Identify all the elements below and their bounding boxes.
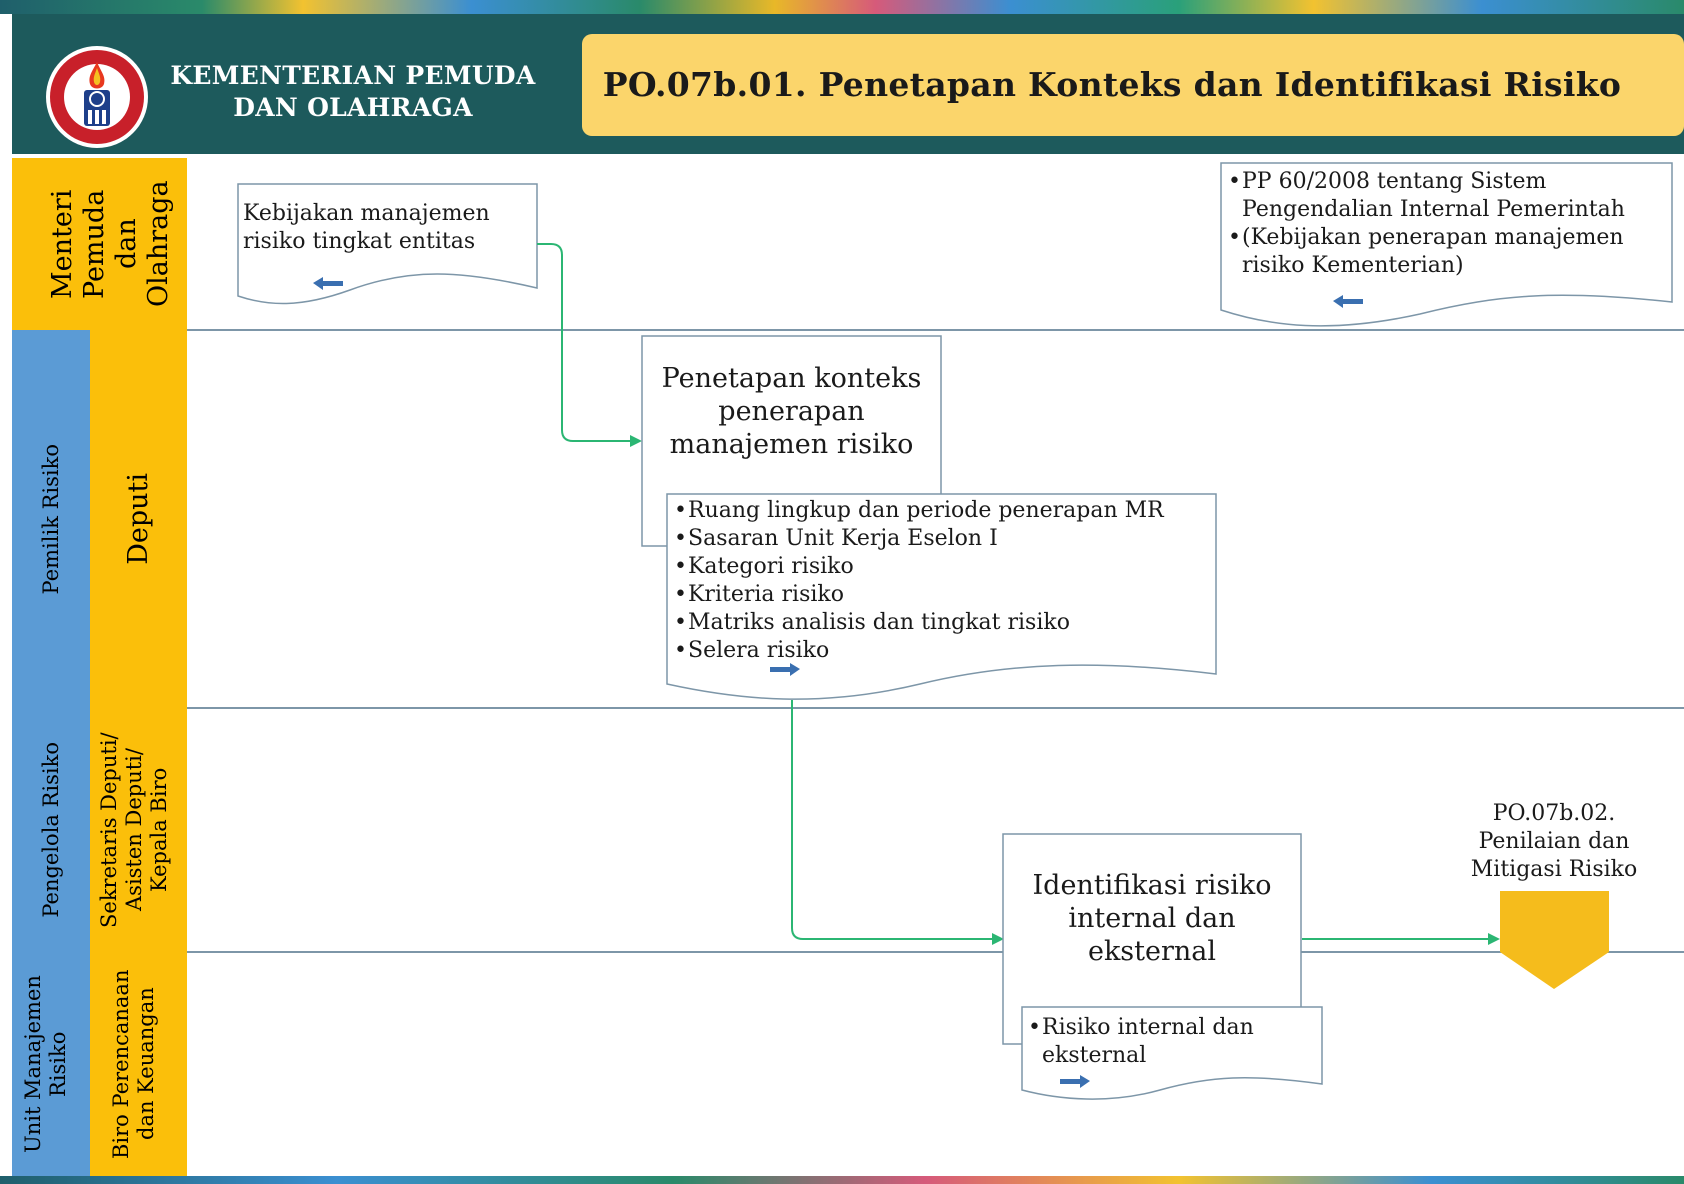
lane-divider (187, 707, 1684, 709)
left-arrow-icon (1333, 295, 1363, 308)
document-shape (237, 183, 538, 305)
next-process-label[interactable]: PO.07b.02. Penilaian dan Mitigasi Risiko (1470, 801, 1638, 882)
bottom-decorative-strip (0, 1176, 1684, 1184)
document-identification-outputs: Risiko internal dan eksternal (1026, 1014, 1318, 1070)
organization-name: KEMENTERIAN PEMUDA DAN OLAHRAGA (170, 61, 536, 122)
flow-line (537, 243, 642, 447)
process-context: Penetapan konteks penerapan manajemen ri… (642, 336, 941, 486)
right-arrow-icon (1060, 1075, 1090, 1088)
lane-label-menteri: Menteri Pemuda dan Olahraga (12, 158, 187, 330)
lane-label-deputi: Deputi (90, 330, 187, 708)
lane-label-biro: Biro Perencanaan dan Keuangan (90, 952, 187, 1176)
lane-label-sekretaris: Sekretaris Deputi/ Asisten Deputi/ Kepal… (90, 708, 187, 952)
title-panel (582, 34, 1684, 136)
page-title: PO.07b.01. Penetapan Konteks dan Identif… (602, 65, 1622, 104)
lane-divider (187, 329, 1684, 331)
list-item: PP 60/2008 tentang Sistem Pengendalian I… (1226, 168, 1672, 224)
list-item: (Kebijakan penerapan manajemen risiko Ke… (1226, 224, 1672, 280)
list-item: Sasaran Unit Kerja Eselon I (672, 525, 1216, 553)
list-item: Kriteria risiko (672, 581, 1216, 609)
document-regulations: PP 60/2008 tentang Sistem Pengendalian I… (1226, 168, 1672, 280)
top-decorative-strip (0, 0, 1684, 14)
process-label: Identifikasi risiko internal dan ekstern… (1032, 869, 1272, 967)
list-item: Kategori risiko (672, 553, 1216, 581)
list-item: Ruang lingkup dan periode penerapan MR (672, 497, 1216, 525)
process-label: Penetapan konteks penerapan manajemen ri… (661, 362, 922, 460)
process-identification: Identifikasi risiko internal dan ekstern… (1003, 834, 1301, 1002)
document-policy-entity: Kebijakan manajemen risiko tingkat entit… (243, 201, 490, 254)
list-item: Selera risiko (672, 637, 1216, 665)
flow-line (791, 700, 1004, 945)
right-arrow-icon (770, 663, 800, 676)
lane-label-unit-manajemen: Unit Manajemen Risiko (12, 952, 90, 1176)
list-item: Risiko internal dan eksternal (1026, 1014, 1318, 1070)
offpage-connector (1500, 891, 1609, 989)
list-item: Matriks analisis dan tingkat risiko (672, 609, 1216, 637)
lane-label-pemilik-risiko: Pemilik Risiko (12, 330, 90, 708)
document-context-outputs: Ruang lingkup dan periode penerapan MR S… (672, 497, 1216, 665)
lane-label-pengelola-risiko: Pengelola Risiko (12, 708, 90, 952)
lane-divider (187, 951, 1684, 953)
left-arrow-icon (313, 277, 343, 290)
emblem-logo (46, 46, 148, 148)
